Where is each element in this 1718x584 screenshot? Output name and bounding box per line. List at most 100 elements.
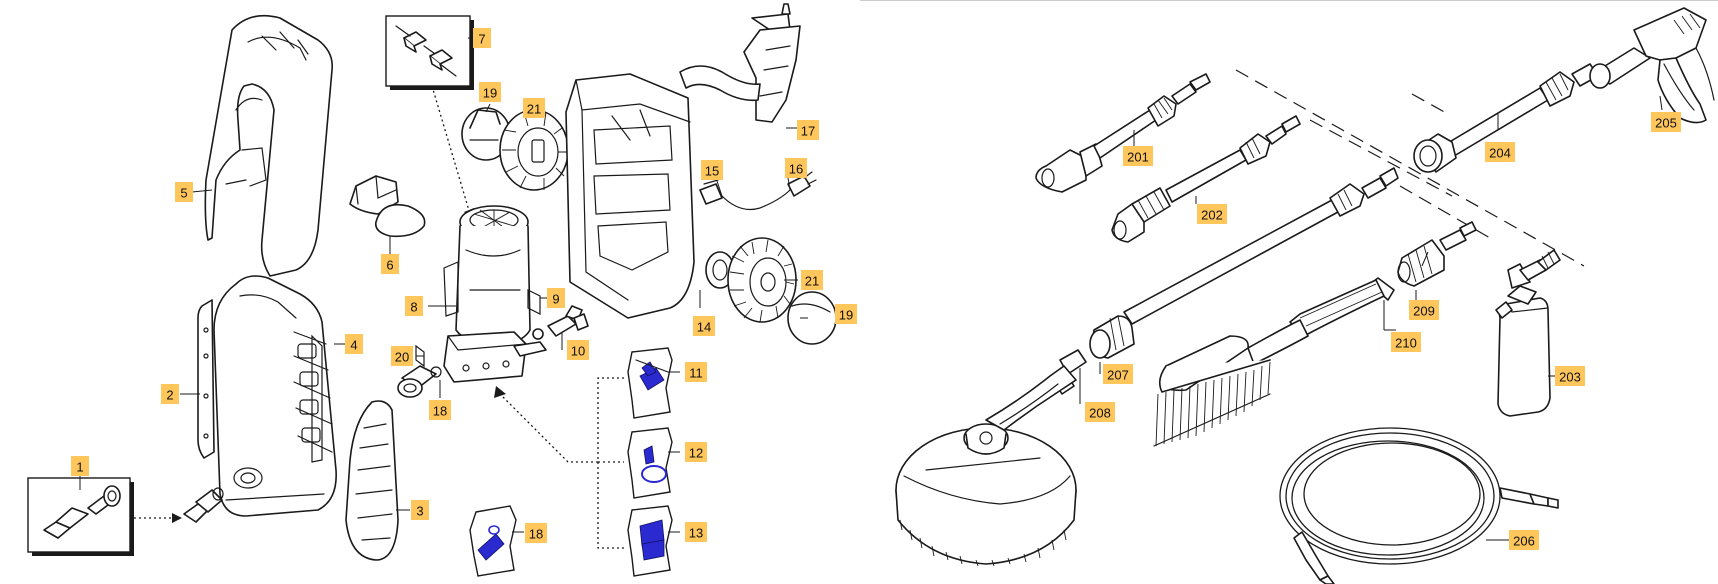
part-label-text: 5 [180, 186, 187, 201]
part-label-10: 10 [567, 340, 589, 360]
part-label-bg [797, 120, 819, 140]
part-5-handle [204, 14, 334, 277]
part-label-19: 19 [835, 304, 857, 324]
part-label-text: 3 [416, 504, 423, 519]
part-label-bg [1409, 300, 1439, 320]
part-12-bag [627, 427, 680, 499]
part-label-8: 8 [405, 296, 423, 316]
part-4-front-housing [213, 275, 337, 517]
part-label-202: 202 [1197, 204, 1227, 224]
part-label-bg [1485, 142, 1515, 162]
part-label-209: 209 [1409, 300, 1439, 320]
part-label-2: 2 [161, 384, 179, 404]
part-label-text: 206 [1513, 534, 1535, 549]
bag-group-bracket [494, 377, 624, 549]
part-207-lance-joint [1089, 167, 1399, 374]
part-label-208: 208 [1085, 402, 1115, 422]
part-label-text: 13 [689, 526, 703, 541]
part-label-text: 18 [433, 404, 447, 419]
part-label-5: 5 [175, 182, 193, 202]
part-label-19: 19 [479, 82, 501, 102]
part-label-bg [411, 500, 429, 520]
part-label-bg [1123, 146, 1153, 166]
part-18-bag [469, 505, 524, 577]
part-label-text: 18 [529, 527, 543, 542]
part-3-side-grille [345, 400, 399, 561]
part-label-18: 18 [525, 523, 547, 543]
part-203-foam-bottle [1495, 249, 1561, 417]
part-label-text: 205 [1655, 116, 1677, 131]
part-label-4: 4 [345, 334, 363, 354]
part-label-bg [479, 82, 501, 102]
part-label-text: 21 [805, 274, 819, 289]
part-label-text: 2 [166, 388, 173, 403]
part-label-12: 12 [685, 442, 707, 462]
part-18-inlet-fitting [397, 365, 442, 398]
part-label-text: 15 [705, 164, 719, 179]
part-label-7: 7 [473, 28, 491, 48]
surface-cleaner [895, 365, 1077, 567]
part-label-210: 210 [1391, 332, 1421, 352]
part-label-text: 10 [571, 344, 585, 359]
part-21-fan-top [499, 109, 569, 191]
part-label-text: 6 [386, 258, 393, 273]
part-label-14: 14 [693, 316, 715, 336]
part-label-text: 21 [527, 102, 541, 117]
part-label-bg [1391, 332, 1421, 352]
part-label-text: 210 [1395, 336, 1417, 351]
part-label-bg [345, 334, 363, 354]
part-label-text: 8 [410, 300, 417, 315]
part-label-bg [685, 442, 707, 462]
part-label-bg [801, 270, 823, 290]
part-label-16: 16 [785, 158, 807, 178]
part-19-wheel-cap [787, 291, 837, 345]
part-label-bg [1103, 364, 1133, 384]
part-label-text: 7 [478, 32, 485, 47]
part-label-206: 206 [1509, 530, 1539, 550]
part-label-21: 21 [523, 98, 545, 118]
part-11-bag [627, 347, 680, 419]
part-202-variable-lance [1111, 115, 1301, 243]
part-label-text: 11 [689, 366, 703, 381]
part-label-17: 17 [797, 120, 819, 140]
part-label-text: 16 [789, 162, 803, 177]
part-label-text: 203 [1559, 370, 1581, 385]
part-label-21: 21 [801, 270, 823, 290]
part-label-bg [473, 28, 491, 48]
part-label-15: 15 [701, 160, 723, 180]
part-8-motor-pump [428, 205, 547, 383]
part-label-bg [429, 400, 451, 420]
part-label-text: 9 [552, 292, 559, 307]
part-label-bg [1085, 402, 1115, 422]
part-label-text: 19 [839, 308, 853, 323]
part-label-6: 6 [381, 254, 399, 274]
part-label-20: 20 [391, 346, 413, 366]
part-label-bg [1651, 112, 1681, 132]
part-label-207: 207 [1103, 364, 1133, 384]
leader-lines-left [79, 37, 808, 511]
part-label-text: 208 [1089, 406, 1111, 421]
part-label-bg [567, 340, 589, 360]
part-label-203: 203 [1555, 366, 1585, 386]
part-label-11: 11 [685, 362, 707, 382]
part-1-connector-box [27, 477, 224, 556]
part-label-bg [71, 456, 89, 476]
part-label-bg [693, 316, 715, 336]
part-2-side-strip [197, 299, 215, 459]
part-label-text: 4 [350, 338, 357, 353]
part-17-bracket [679, 3, 801, 129]
part-label-bg [1197, 204, 1227, 224]
part-label-text: 207 [1107, 368, 1129, 383]
part-label-text: 209 [1413, 304, 1435, 319]
part-7-brush-box [385, 15, 474, 222]
part-label-bg [405, 296, 423, 316]
part-label-text: 12 [689, 446, 703, 461]
part-10-valve [532, 305, 589, 350]
part-206-hose-coil [1279, 427, 1559, 584]
part-14-frame [565, 73, 735, 319]
part-label-bg [835, 304, 857, 324]
part-label-bg [161, 384, 179, 404]
part-label-text: 20 [395, 350, 409, 365]
